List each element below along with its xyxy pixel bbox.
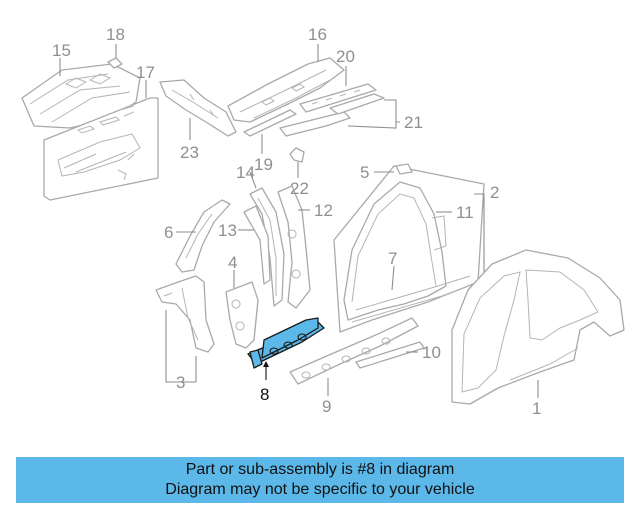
part-2-side-frame bbox=[333, 165, 485, 333]
part-18-clip bbox=[107, 57, 123, 69]
callout-5: 5 bbox=[360, 163, 369, 182]
callout-8: 8 bbox=[260, 385, 269, 404]
callout-21: 21 bbox=[404, 113, 423, 132]
callout-7: 7 bbox=[388, 249, 397, 268]
part-16-center-floor bbox=[227, 57, 345, 123]
callout-14: 14 bbox=[236, 163, 255, 182]
part-13-pillar-reinforcement bbox=[243, 205, 271, 285]
callout-6: 6 bbox=[164, 223, 173, 242]
banner-line-disclaimer: Diagram may not be specific to your vehi… bbox=[165, 481, 475, 498]
callout-4: 4 bbox=[228, 253, 237, 272]
part-8-highlighted-reinforcement bbox=[247, 317, 325, 369]
callout-13: 13 bbox=[218, 221, 237, 240]
part-9-rocker-panel bbox=[289, 317, 419, 385]
part-19-floor-stiffener bbox=[243, 109, 297, 137]
callout-2: 2 bbox=[490, 183, 499, 202]
part-21-rails bbox=[279, 93, 385, 137]
callout-18: 18 bbox=[106, 25, 125, 44]
callout-12: 12 bbox=[314, 201, 333, 220]
part-17-kit-box bbox=[43, 97, 159, 201]
parts-diagram: 15 18 17 16 20 21 23 19 22 14 5 2 12 11 … bbox=[21, 25, 625, 418]
part-4-pillar-inner bbox=[225, 281, 259, 349]
part-15-floor-pan bbox=[21, 63, 141, 129]
part-1-body-side bbox=[451, 249, 625, 405]
callout-22: 22 bbox=[290, 179, 309, 198]
callout-3: 3 bbox=[176, 373, 185, 392]
callout-10: 10 bbox=[422, 343, 441, 362]
callout-11: 11 bbox=[456, 203, 474, 222]
part-23-rear-rail bbox=[159, 79, 237, 137]
info-banner: Part or sub-assembly is #8 in diagram Di… bbox=[16, 457, 624, 503]
callout-23: 23 bbox=[180, 143, 199, 162]
part-6-pillar-outer bbox=[175, 199, 231, 273]
callout-20: 20 bbox=[336, 47, 355, 66]
callout-9: 9 bbox=[322, 397, 331, 416]
callout-15: 15 bbox=[52, 41, 71, 60]
callout-19: 19 bbox=[254, 155, 273, 174]
banner-line-part-number: Part or sub-assembly is #8 in diagram bbox=[185, 461, 455, 478]
part-10-sill-strip bbox=[355, 341, 425, 369]
part-3-lower-pillar bbox=[155, 275, 215, 353]
part-22-bracket bbox=[289, 147, 305, 163]
callout-16: 16 bbox=[308, 25, 327, 44]
callout-1: 1 bbox=[532, 399, 541, 418]
part-12-hinge-pillar bbox=[277, 185, 311, 309]
part-20-sill-reinforcement bbox=[299, 83, 377, 113]
callout-17: 17 bbox=[136, 63, 155, 82]
